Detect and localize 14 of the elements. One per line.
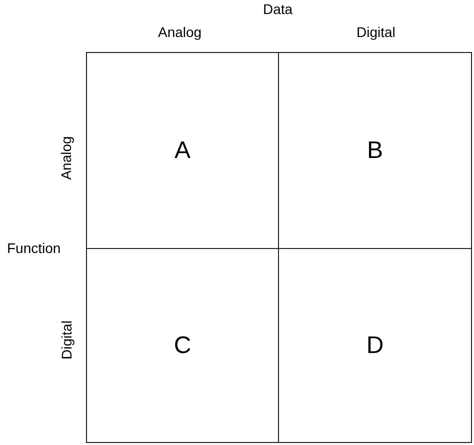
row-header: Analog	[58, 136, 74, 180]
column-header: Analog	[158, 24, 202, 40]
quadrant-letter: B	[366, 136, 383, 164]
axis-title: Function	[7, 240, 61, 256]
row-header: Digital	[58, 320, 74, 360]
quadrant	[86, 52, 279, 249]
column-header: Digital	[356, 24, 396, 40]
axis-title: Data	[263, 1, 293, 17]
quadrant-letter: A	[174, 136, 190, 164]
quadrant	[278, 248, 472, 443]
quadrant-letter: D	[366, 332, 384, 360]
quadrant	[86, 248, 279, 443]
quadrant	[278, 52, 472, 249]
quadrant-letter: C	[174, 332, 192, 360]
